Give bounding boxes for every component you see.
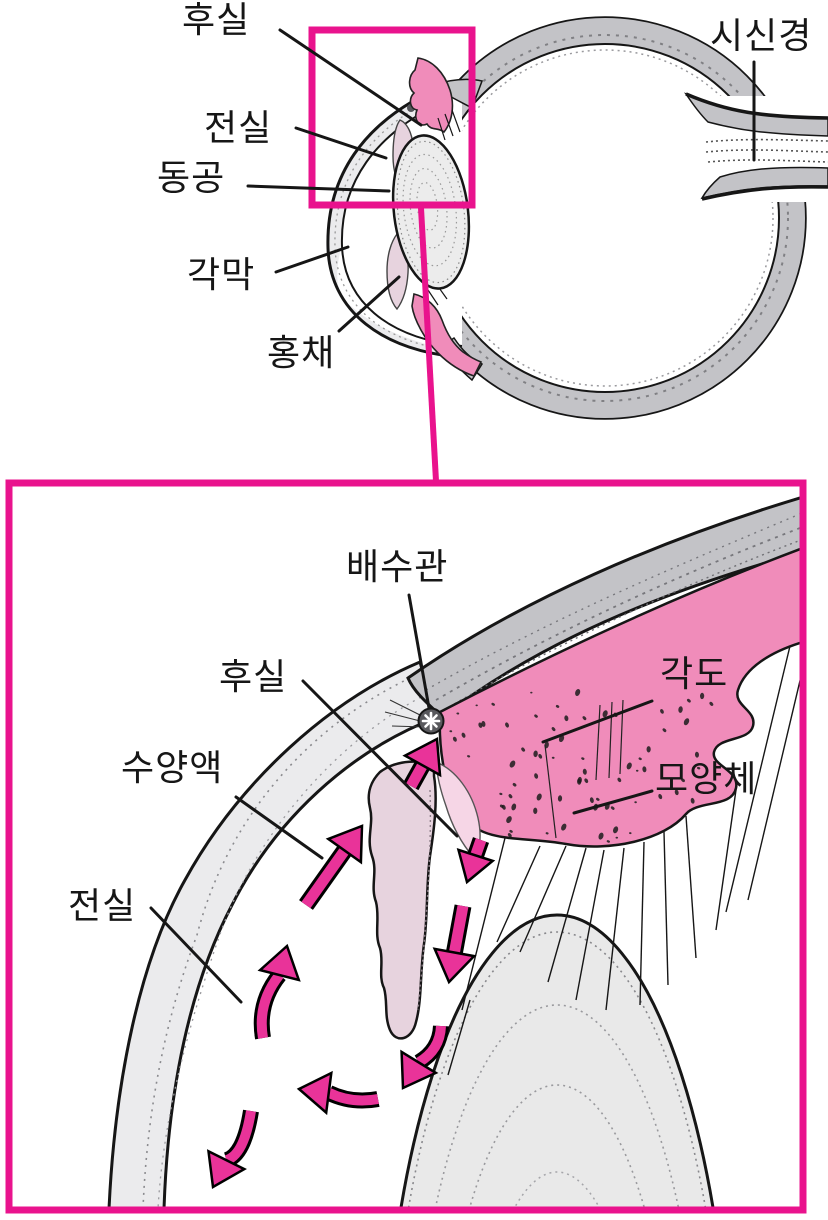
flow-arrow-up-right [299,824,364,910]
drainage-canal-detail [417,707,445,735]
leader-drainage-canal [407,593,431,710]
label-posterior-chamber-overview: 후실 [182,0,251,40]
detail-view [107,496,800,1207]
flow-arrow-down-left-curved [400,1025,449,1090]
flow-arrow-to-canal [402,737,442,791]
detail-box-border [5,479,807,1214]
label-anterior-chamber-detail: 전실 [68,886,137,926]
leader-ciliary-body [572,789,654,815]
ciliary-body-detail [435,547,800,860]
retina-dotted-line [436,49,774,387]
label-cornea: 각막 [187,255,256,295]
leader-anterior-chamber-detail [149,906,243,1004]
leader-cornea [274,245,350,274]
magnifier-frame [308,26,476,482]
label-optic-nerve: 시신경 [710,16,813,56]
label-ciliary-body: 모양체 [655,759,758,799]
leader-lines [149,28,756,1004]
zonule-fibers-detail [447,645,800,1076]
connector-line [418,207,439,482]
label-posterior-chamber-detail: 후실 [219,657,288,697]
leader-posterior-chamber-detail [301,679,459,838]
label-drainage-canal: 배수관 [346,547,449,587]
lens-detail [399,913,715,1207]
label-angle: 각도 [660,654,729,694]
flow-arrow-down [432,904,477,985]
flow-arrow-up-curved [253,943,301,1040]
highlight-rectangle [308,26,476,209]
overview-eye [298,16,828,420]
label-aqueous-humor: 수양액 [121,748,224,788]
label-iris: 홍채 [267,333,336,373]
aqueous-flow-arrows [206,737,496,1190]
leader-iris [337,275,401,333]
leader-pupil [246,184,391,193]
optic-nerve [683,92,828,202]
ciliary-body-top-overview [408,57,454,134]
canal-star-icon [421,711,441,731]
iris-detail [367,760,437,1040]
label-anterior-chamber-overview: 전실 [204,108,273,148]
leader-posterior-chamber-overview [278,28,423,127]
flow-arrow-down-short [456,837,496,885]
flow-arrow-left [296,1070,380,1116]
leader-anterior-chamber-overview [294,126,388,160]
flow-arrow-down-left-exit [206,1109,259,1190]
leader-aqueous-humor [234,795,324,860]
leader-angle [541,699,654,744]
label-pupil: 동공 [157,158,226,198]
